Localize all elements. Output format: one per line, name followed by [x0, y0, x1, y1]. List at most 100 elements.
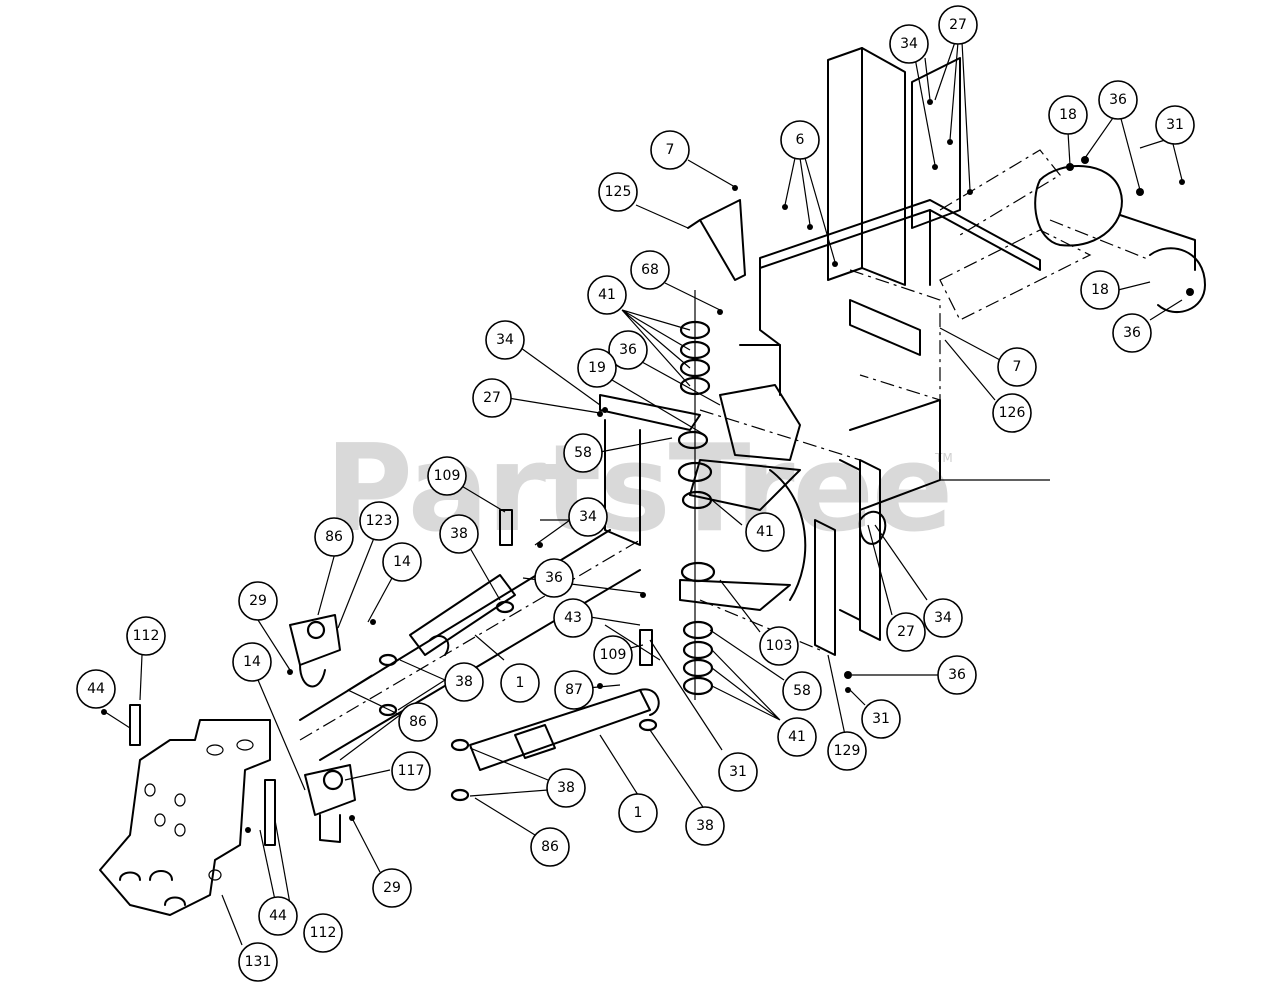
- callout-label: 41: [598, 287, 616, 303]
- callout-label: 14: [243, 654, 261, 670]
- callout: 7: [997, 347, 1037, 387]
- callout-label: 131: [245, 954, 272, 970]
- callout: 29: [372, 868, 412, 908]
- callout: 18: [1048, 95, 1088, 135]
- callout-label: 27: [949, 17, 967, 33]
- callout-label: 34: [900, 36, 918, 52]
- callout-label: 29: [249, 593, 267, 609]
- callout: 34: [889, 24, 929, 64]
- callout-label: 36: [1109, 92, 1127, 108]
- callout-label: 31: [872, 711, 890, 727]
- callout: 31: [718, 752, 758, 792]
- callout-label: 68: [641, 262, 659, 278]
- callout: 44: [258, 896, 298, 936]
- callout: 68: [630, 250, 670, 290]
- callout: 38: [546, 768, 586, 808]
- callout-label: 86: [541, 839, 559, 855]
- callout: 19: [577, 348, 617, 388]
- callout-label: 43: [564, 610, 582, 626]
- callout: 1: [618, 793, 658, 833]
- callout: 14: [232, 642, 272, 682]
- callout: 129: [827, 731, 867, 771]
- callout: 109: [427, 456, 467, 496]
- callout: 36: [1112, 313, 1152, 353]
- callout-label: 87: [565, 682, 583, 698]
- callout: 86: [314, 517, 354, 557]
- callout-label: 58: [574, 445, 592, 461]
- callout-label: 125: [605, 184, 632, 200]
- callout: 41: [777, 717, 817, 757]
- callout-label: 123: [366, 513, 393, 529]
- callout-label: 31: [729, 764, 747, 780]
- callout-label: 58: [793, 683, 811, 699]
- callout-label: 1: [634, 805, 643, 821]
- callout: 36: [608, 330, 648, 370]
- callout: 38: [444, 662, 484, 702]
- callout-label: 34: [496, 332, 514, 348]
- callout: 7: [650, 130, 690, 170]
- callout: 14: [382, 542, 422, 582]
- callout: 41: [745, 512, 785, 552]
- callout-label: 27: [483, 390, 501, 406]
- watermark-trademark: TM: [934, 451, 953, 465]
- callout-label: 34: [579, 509, 597, 525]
- callout-label: 7: [1013, 359, 1022, 375]
- callout: 1: [500, 663, 540, 703]
- callout-label: 1: [516, 675, 525, 691]
- callout-label: 34: [934, 610, 952, 626]
- callout: 34: [485, 320, 525, 360]
- callout-label: 36: [619, 342, 637, 358]
- callout-label: 117: [398, 763, 425, 779]
- callout-label: 31: [1166, 117, 1184, 133]
- callout: 41: [587, 275, 627, 315]
- callout: 43: [553, 598, 593, 638]
- callout-label: 18: [1059, 107, 1077, 123]
- callout-label: 112: [310, 925, 337, 941]
- callout: 6: [780, 120, 820, 160]
- callout-label: 103: [766, 638, 793, 654]
- callout-label: 129: [834, 743, 861, 759]
- callout: 126: [992, 393, 1032, 433]
- callout-label: 44: [269, 908, 287, 924]
- callout: 36: [1098, 80, 1138, 120]
- callout-label: 41: [788, 729, 806, 745]
- callout-label: 38: [455, 674, 473, 690]
- callout: 125: [598, 172, 638, 212]
- callout-label: 41: [756, 524, 774, 540]
- callout: 87: [554, 670, 594, 710]
- callout: 103: [759, 626, 799, 666]
- callout: 29: [238, 581, 278, 621]
- callout-label: 36: [1123, 325, 1141, 341]
- callout: 58: [782, 671, 822, 711]
- callout-label: 38: [696, 818, 714, 834]
- callout: 27: [938, 5, 978, 45]
- callout-label: 109: [434, 468, 461, 484]
- callout: 36: [534, 558, 574, 598]
- callout-label: 38: [557, 780, 575, 796]
- callout: 38: [685, 806, 725, 846]
- callout: 38: [439, 514, 479, 554]
- callout-label: 7: [666, 142, 675, 158]
- callout-label: 27: [897, 624, 915, 640]
- callout: 117: [391, 751, 431, 791]
- callout: 112: [126, 616, 166, 656]
- callout-label: 86: [325, 529, 343, 545]
- callout: 31: [1155, 105, 1195, 145]
- callout-label: 36: [948, 667, 966, 683]
- callout: 123: [359, 501, 399, 541]
- frame-assembly: [99, 47, 1206, 916]
- callout: 34: [568, 497, 608, 537]
- callout-label: 18: [1091, 282, 1109, 298]
- callout-label: 112: [133, 628, 160, 644]
- callout: 131: [238, 942, 278, 982]
- callout: 112: [303, 913, 343, 953]
- callout-label: 44: [87, 681, 105, 697]
- callout-label: 6: [796, 132, 805, 148]
- callout: 44: [76, 669, 116, 709]
- callout: 27: [472, 378, 512, 418]
- callout: 18: [1080, 270, 1120, 310]
- callout-label: 38: [450, 526, 468, 542]
- callout: 109: [593, 635, 633, 675]
- callout-label: 19: [588, 360, 606, 376]
